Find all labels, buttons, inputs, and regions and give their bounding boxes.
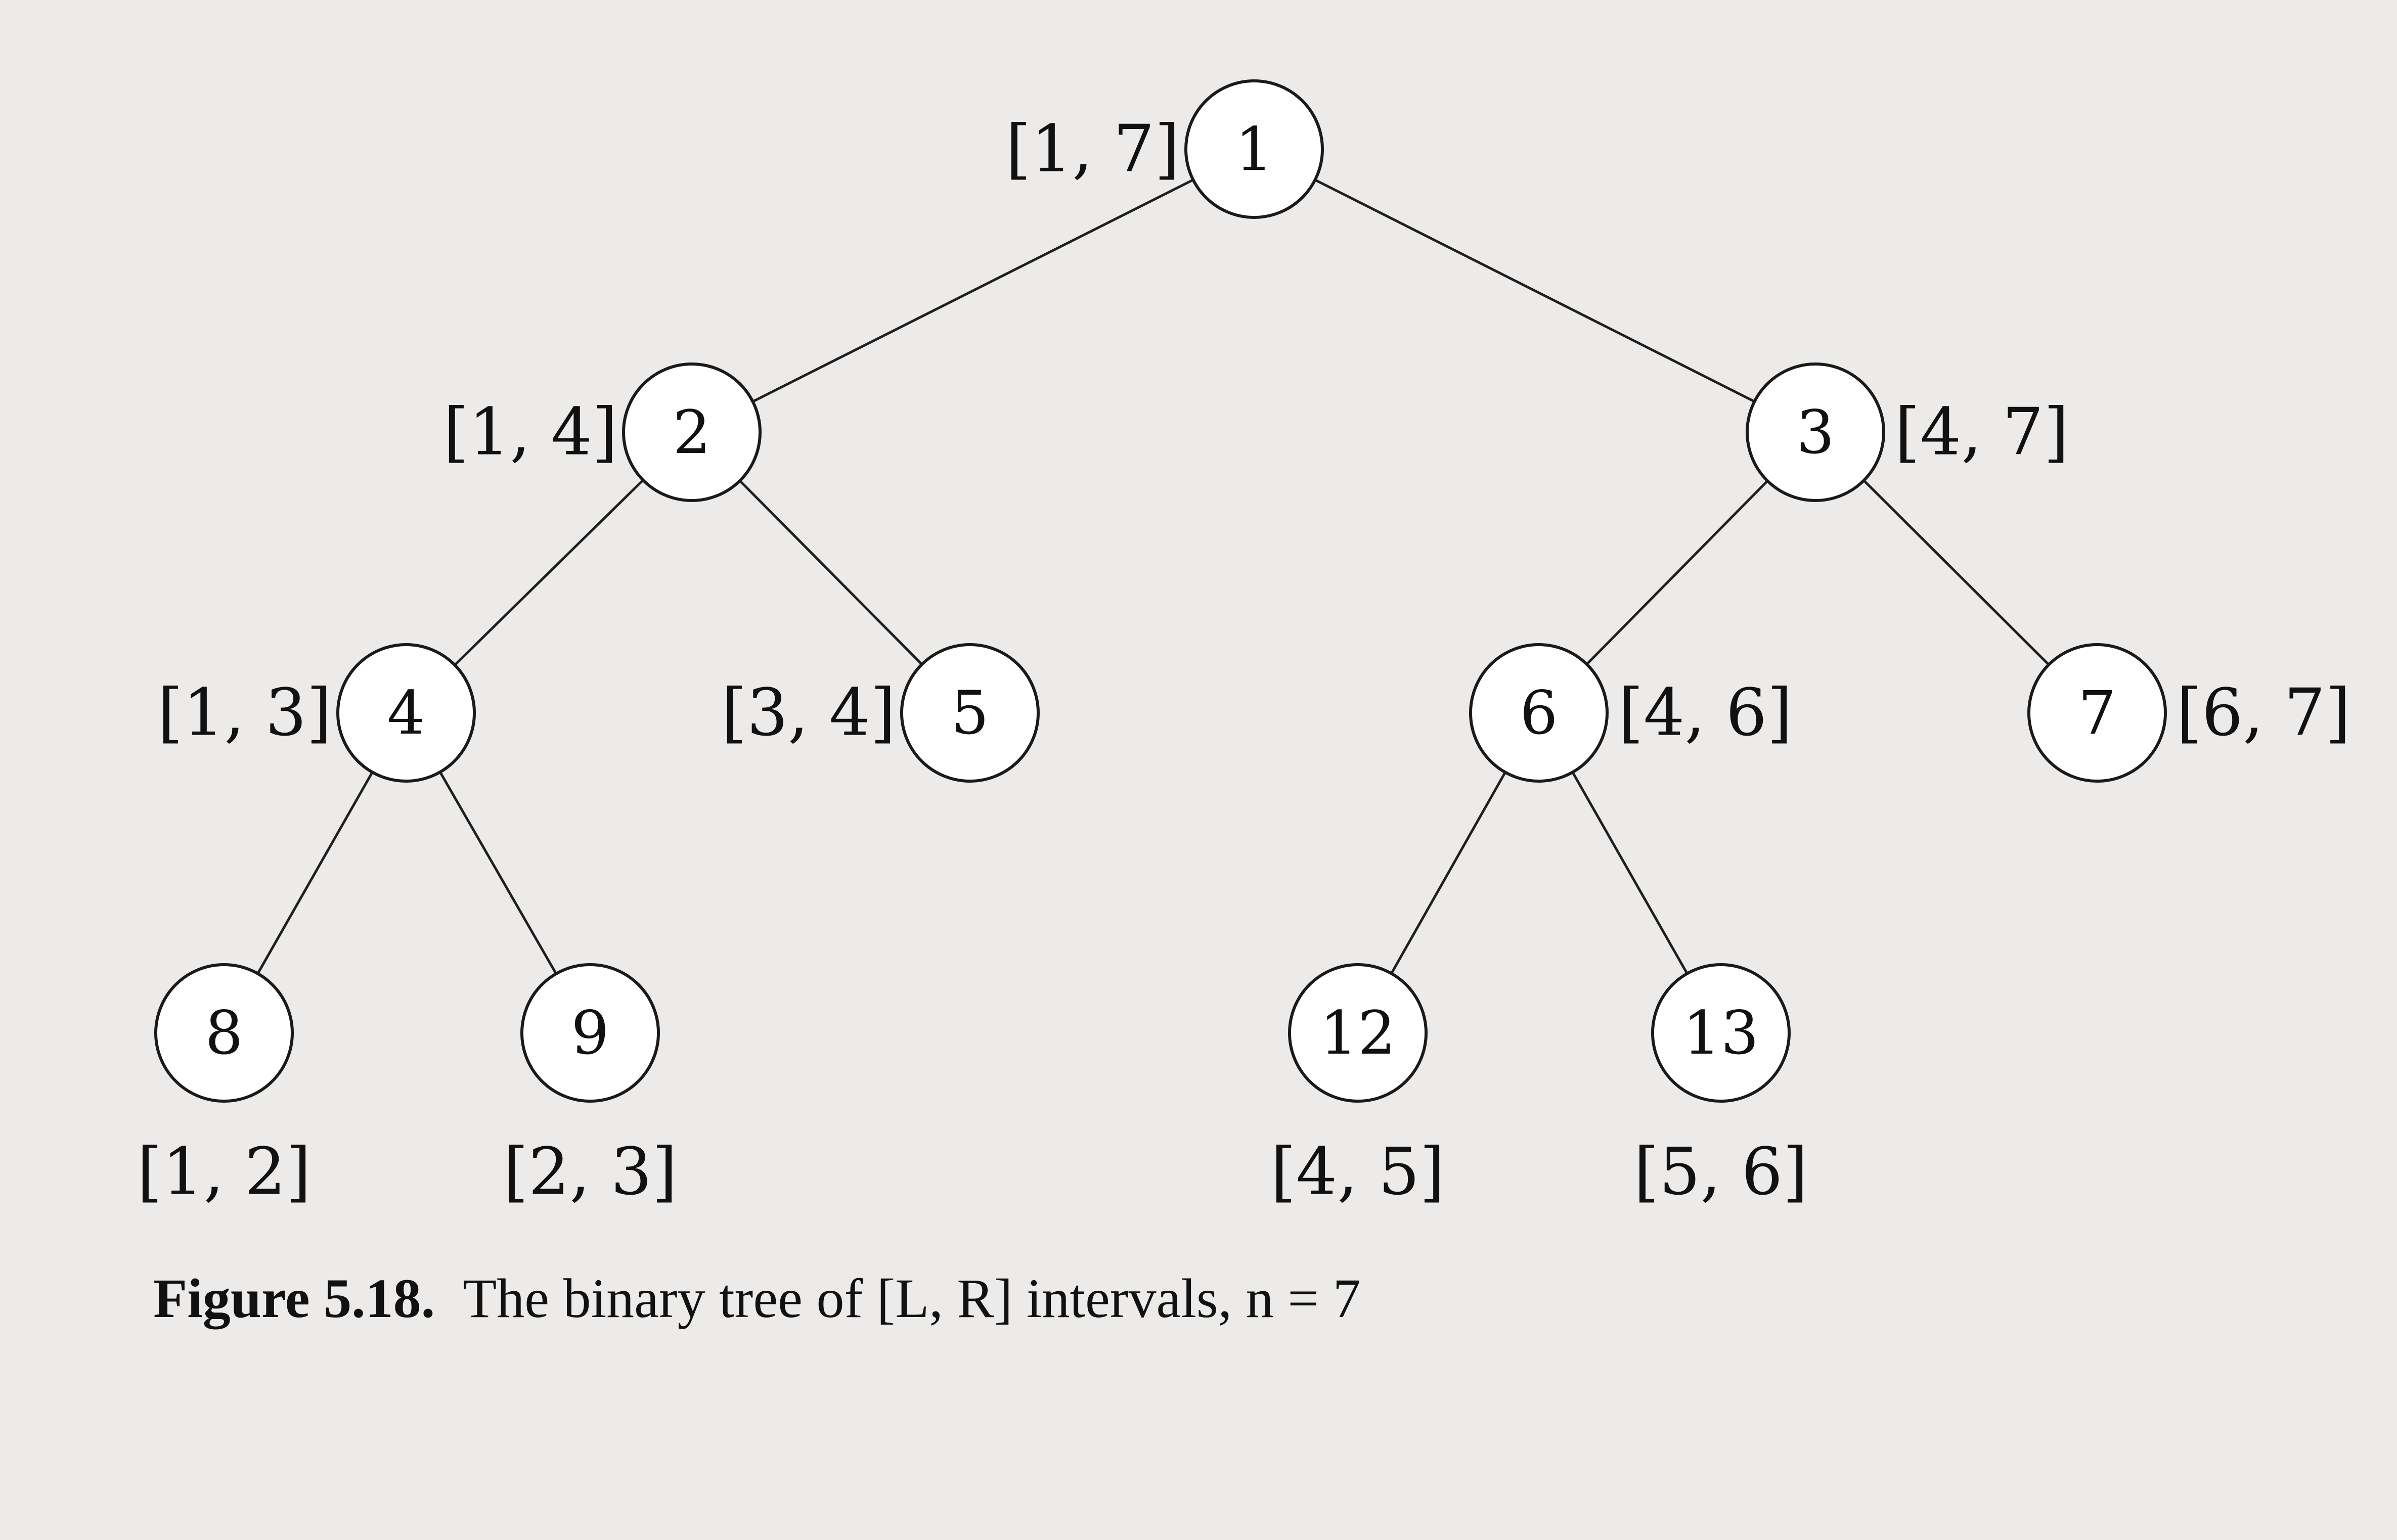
tree-node-8: 8 [1, 2] (137, 963, 311, 1210)
tree-node-3: 3 [4, 7] (1746, 363, 2069, 502)
tree-node-13: 13 [5, 6] (1634, 963, 1808, 1210)
node-interval-label: [1, 4] (443, 395, 617, 470)
node-interval-label: [1, 3] (158, 675, 332, 751)
tree-edge-1-2 (691, 148, 1255, 434)
node-interval-label: [1, 2] (137, 1135, 311, 1210)
tree-node-7: 7 [6, 7] (2027, 643, 2350, 783)
node-label: 8 (205, 998, 243, 1068)
figure-caption-text: The binary tree of [L, R] intervals, n =… (463, 1267, 1361, 1329)
figure-number: Figure 5.18. (153, 1267, 435, 1329)
node-interval-label: [4, 5] (1271, 1135, 1445, 1210)
figure-caption: Figure 5.18. The binary tree of [L, R] in… (153, 1266, 1361, 1331)
node-circle (1288, 963, 1428, 1103)
tree-edges (223, 148, 2098, 1034)
node-circle (1651, 963, 1791, 1103)
node-interval-label: [4, 7] (1895, 395, 2069, 470)
node-label: 3 (1796, 397, 1834, 467)
tree-node-4: 4 [1, 3] (158, 643, 476, 783)
node-interval-label: [2, 3] (503, 1135, 677, 1210)
node-circle (1746, 363, 1885, 502)
node-label: 4 (387, 678, 425, 748)
node-label: 7 (2078, 678, 2116, 748)
tree-edge-1-3 (1253, 148, 1816, 434)
node-label: 9 (571, 998, 609, 1068)
node-interval-label: [4, 6] (1618, 675, 1792, 751)
node-circle (1184, 79, 1324, 219)
node-label: 13 (1683, 998, 1759, 1068)
node-circle (154, 963, 294, 1103)
node-circle (520, 963, 660, 1103)
node-interval-label: [1, 7] (1006, 112, 1180, 187)
node-interval-label: [3, 4] (722, 675, 896, 751)
tree-node-12: 12 [4, 5] (1271, 963, 1445, 1210)
node-label: 5 (951, 678, 989, 748)
node-label: 2 (673, 397, 711, 467)
tree-node-9: 9 [2, 3] (503, 963, 677, 1210)
node-interval-label: [6, 7] (2177, 675, 2350, 751)
tree-node-1: 1 [1, 7] (1006, 79, 1324, 219)
node-circle (336, 643, 476, 783)
node-circle (2027, 643, 2167, 783)
tree-node-6: 6 [4, 6] (1469, 643, 1792, 783)
tree-node-2: 2 [1, 4] (443, 363, 762, 502)
node-circle (622, 363, 762, 502)
node-label: 1 (1235, 114, 1273, 184)
node-circle (900, 643, 1040, 783)
node-circle (1469, 643, 1609, 783)
tree-nodes: 1 [1, 7] 2 [1, 4] 3 [4, 7] 4 [1, 3] 5 [3, 4] 6 [4, … (137, 79, 2350, 1210)
node-label: 6 (1520, 678, 1558, 748)
node-interval-label: [5, 6] (1634, 1135, 1808, 1210)
node-label: 12 (1320, 998, 1396, 1068)
tree-node-5: 5 [3, 4] (722, 643, 1040, 783)
